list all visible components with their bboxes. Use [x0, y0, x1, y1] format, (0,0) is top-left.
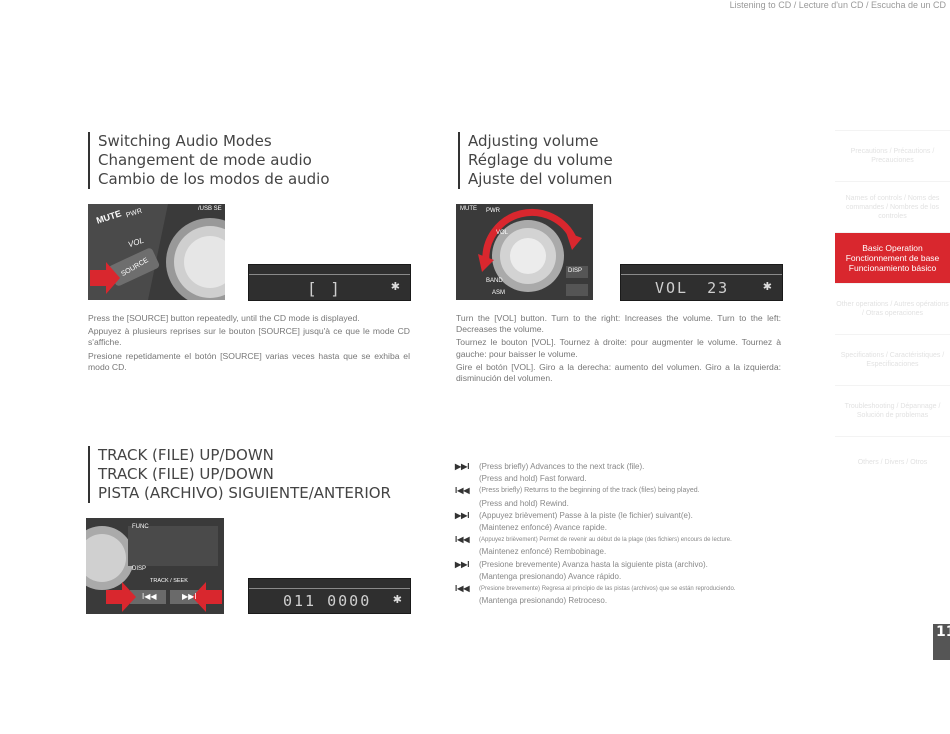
volume-title-fr: Réglage du volume [468, 151, 613, 169]
switching-title-es: Cambio de los modos de audio [98, 170, 330, 188]
track-seek-graphic [86, 518, 224, 614]
list-item: I◀◀(Presione brevemente) Regresa al prin… [455, 583, 785, 595]
usb-label: /USB SE [198, 206, 222, 212]
list-item: ▶▶I(Presione brevemente) Avanza hasta la… [455, 559, 785, 571]
track-title-fr: TRACK (FILE) UP/DOWN [98, 465, 274, 483]
list-item: (Press and hold) Fast forward. [479, 474, 587, 484]
disp-label: DISP [132, 566, 147, 572]
prev-track-icon: I◀◀ [455, 486, 470, 496]
volume-knob-photo: MUTE PWR VOL BAND ASM DISP [456, 204, 593, 300]
track-title-en: TRACK (FILE) UP/DOWN [98, 446, 274, 464]
nav-item-basic-operation[interactable]: Basic Operation Fonctionnement de base F… [835, 232, 950, 283]
list-item: (Maintenez enfoncé) Rembobinage. [479, 547, 607, 557]
track-title: TRACK (FILE) UP/DOWN TRACK (FILE) UP/DOW… [88, 446, 391, 503]
band-label: BAND [486, 278, 503, 284]
track-instruction-list: ▶▶I(Press briefly) Advances to the next … [455, 461, 785, 607]
nav-item-specifications[interactable]: Specifications / Caractéristiques / Espe… [835, 334, 950, 385]
cd-mode-display: [ ] ✱ [248, 264, 411, 301]
cd-mode-display-text: [ ] [307, 279, 342, 298]
list-item: I◀◀(Appuyez brièvement) Permet de reveni… [455, 534, 785, 546]
next-track-icon: ▶▶I [182, 592, 197, 601]
chapter-nav: Precautions / Précautions / Precauciones… [835, 130, 950, 487]
page-breadcrumb: Listening to CD / Lecture d'un CD / Escu… [729, 0, 946, 10]
next-track-icon: ▶▶I [455, 462, 470, 471]
switching-title: Switching Audio Modes Changement de mode… [88, 132, 330, 189]
volume-text-es: Gire el botón [VOL]. Giro a la derecha: … [456, 361, 781, 384]
list-item: (Mantenga presionando) Avance rápido. [479, 571, 622, 581]
func-label: FUNC [132, 524, 149, 530]
list-item: (Press and hold) Rewind. [479, 498, 569, 508]
volume-title: Adjusting volume Réglage du volume Ajust… [458, 132, 613, 189]
volume-body: Turn the [VOL] button. Turn to the right… [456, 313, 781, 386]
track-display: 011 0000 ✱ [248, 578, 411, 614]
disc-icon: ✱ [762, 281, 772, 293]
asm-label: ASM [492, 290, 506, 296]
list-item: ▶▶I(Appuyez brièvement) Passe à la piste… [455, 510, 785, 522]
volume-knob-graphic [456, 204, 593, 300]
nav-item-precautions[interactable]: Precautions / Précautions / Precauciones [835, 130, 950, 181]
volume-display-text: VOL 23 [655, 279, 730, 297]
volume-display: VOL 23 ✱ [620, 264, 783, 301]
list-item: ▶▶I(Press briefly) Advances to the next … [455, 461, 785, 473]
list-item: I◀◀(Press briefly) Returns to the beginn… [455, 485, 785, 497]
source-button-photo: MUTE PWR VOL SOURCE /USB SE [88, 204, 225, 300]
volume-title-en: Adjusting volume [468, 132, 599, 150]
mute-label: MUTE [460, 206, 477, 212]
volume-title-es: Ajuste del volumen [468, 170, 613, 188]
pwr-label: PWR [486, 208, 500, 214]
track-seek-label: TRACK / SEEK [150, 578, 188, 584]
switching-text-es: Presione repetidamente el botón [SOURCE]… [88, 350, 410, 372]
next-track-icon: ▶▶I [455, 510, 470, 520]
list-item: (Mantenga presionando) Retroceso. [479, 596, 608, 606]
track-display-text: 011 0000 [283, 592, 372, 610]
nav-item-other-operations[interactable]: Other operations / Autres opérations / O… [835, 283, 950, 334]
volume-text-fr: Tournez le bouton [VOL]. Tournez à droit… [456, 337, 781, 359]
disc-icon: ✱ [390, 281, 400, 293]
nav-item-troubleshooting[interactable]: Troubleshooting / Dépannage / Solución d… [835, 385, 950, 436]
volume-text-en: Turn the [VOL] button. Turn to the right… [456, 313, 781, 335]
switching-title-fr: Changement de mode audio [98, 151, 312, 169]
nav-item-controls[interactable]: Names of controls / Noms des commandes /… [835, 181, 950, 232]
track-title-es: PISTA (ARCHIVO) SIGUIENTE/ANTERIOR [98, 484, 391, 502]
prev-track-icon: I◀◀ [455, 535, 470, 545]
nav-item-others[interactable]: Others / Divers / Otros [835, 436, 950, 487]
next-track-icon: ▶▶I [455, 559, 470, 569]
prev-track-icon: I◀◀ [455, 584, 470, 594]
switching-text-fr: Appuyez à plusieurs reprises sur le bout… [88, 326, 410, 348]
stereo-panel-graphic [88, 204, 225, 300]
switching-body: Press the [SOURCE] button repeatedly, un… [88, 313, 410, 375]
disc-icon: ✱ [392, 594, 402, 606]
switching-text-en: Press the [SOURCE] button repeatedly, un… [88, 313, 360, 323]
list-item: (Maintenez enfoncé) Avance rapide. [479, 523, 607, 533]
prev-track-icon: I◀◀ [142, 592, 157, 601]
page-number: 11 [933, 624, 950, 660]
switching-title-en: Switching Audio Modes [98, 132, 272, 150]
disp-label: DISP [568, 268, 583, 274]
vol-label: VOL [496, 230, 509, 236]
track-seek-photo: FUNC DISP TRACK / SEEK I◀◀ ▶▶I [86, 518, 224, 614]
